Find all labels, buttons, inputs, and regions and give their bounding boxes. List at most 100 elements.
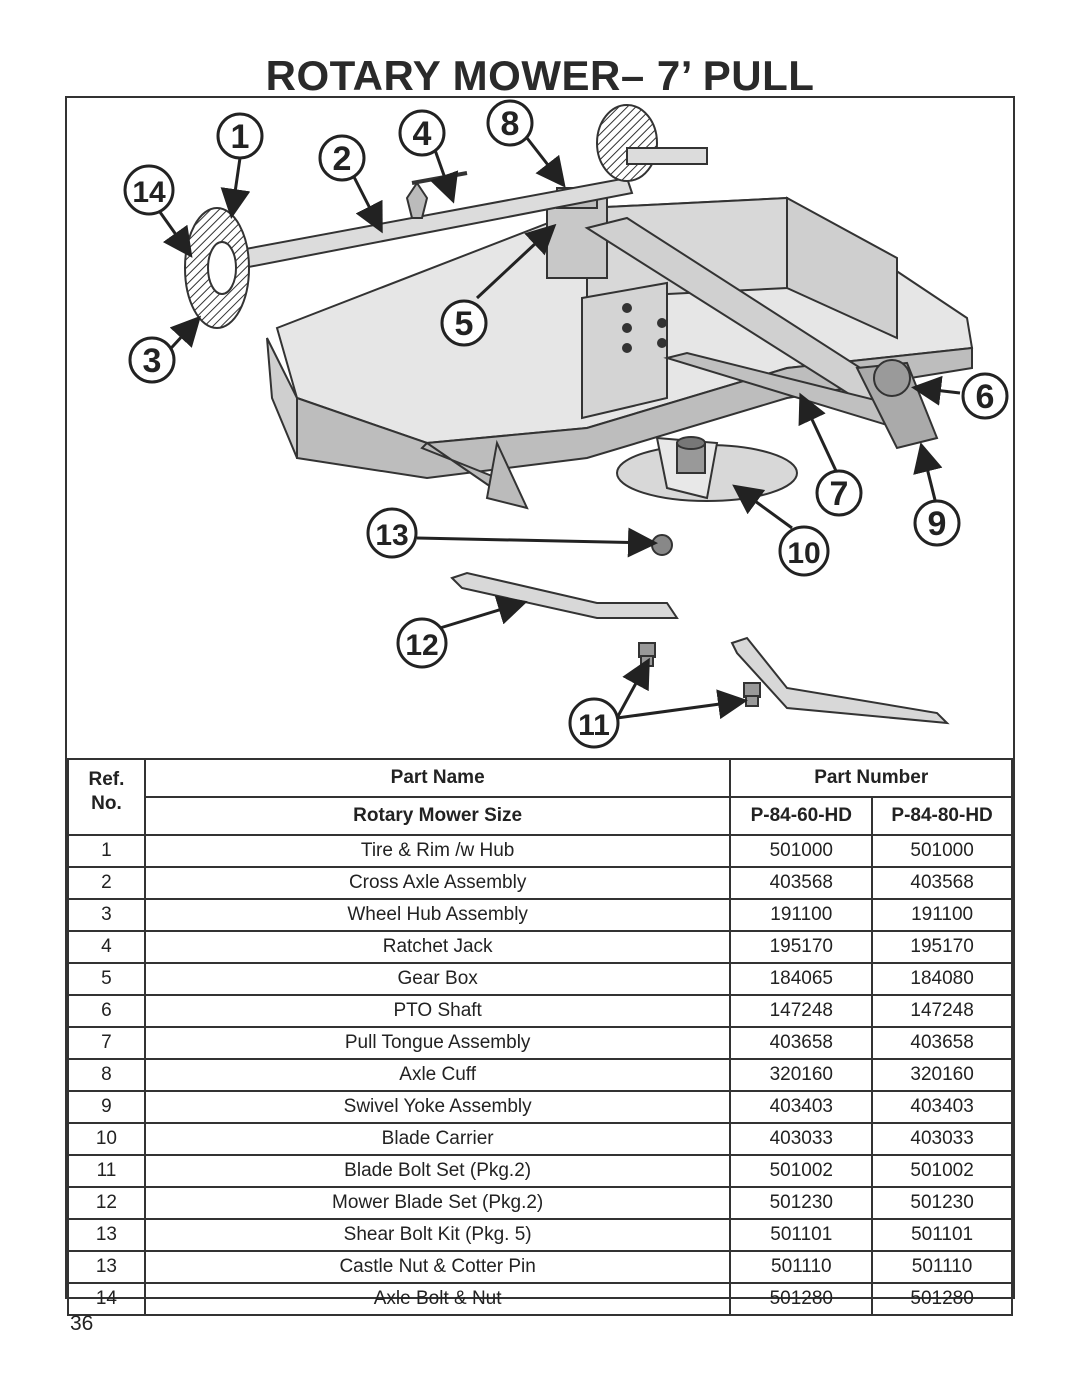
part-number-b-cell: 501230: [871, 1186, 1013, 1220]
ref-cell: 2: [67, 866, 146, 900]
table-subheader-row: Rotary Mower Size P-84-60-HD P-84-80-HD: [68, 796, 1013, 836]
callout-7: 7: [815, 469, 863, 517]
ref-cell: 9: [67, 1090, 146, 1124]
part-number-b-cell: 501002: [871, 1154, 1013, 1188]
pull-tongue: [584, 216, 939, 450]
svg-text:12: 12: [405, 629, 438, 662]
svg-text:14: 14: [132, 176, 166, 209]
svg-text:1: 1: [231, 118, 250, 156]
part-number-header: Part Number: [729, 758, 1013, 798]
ref-cell: 10: [67, 1122, 146, 1156]
blade-carrier: [616, 436, 798, 502]
ref-cell: 11: [67, 1154, 146, 1188]
part-name-header: Part Name: [143, 758, 732, 798]
callout-2: 2: [318, 134, 366, 182]
part-number-a-cell: 403403: [729, 1090, 874, 1124]
castle-nut: [651, 534, 673, 556]
svg-text:11: 11: [578, 709, 610, 742]
part-number-a-cell: 501101: [729, 1218, 874, 1252]
part-name-cell: Axle Cuff: [143, 1058, 732, 1092]
model-b-header: P-84-80-HD: [871, 796, 1013, 836]
ref-cell: 13: [67, 1218, 146, 1252]
part-number-b-cell: 501110: [871, 1250, 1013, 1284]
callout-9: 9: [913, 499, 961, 547]
part-number-a-cell: 403568: [729, 866, 874, 900]
part-number-a-cell: 501000: [729, 834, 874, 868]
part-name-cell: Wheel Hub Assembly: [143, 898, 732, 932]
mower-illustration: 1 2 3 4 5 6 7 8 9 10 11 12 13 14: [123, 99, 1009, 749]
svg-text:10: 10: [787, 537, 820, 570]
mower-blades: [450, 571, 950, 725]
part-number-a-cell: 403658: [729, 1026, 874, 1060]
part-number-a-cell: 191100: [729, 898, 874, 932]
page-title: ROTARY MOWER– 7’ PULL: [265, 52, 815, 99]
part-name-cell: Cross Axle Assembly: [143, 866, 732, 900]
svg-text:8: 8: [501, 105, 520, 143]
part-number-b-cell: 501101: [871, 1218, 1013, 1252]
part-number-b-cell: 320160: [871, 1058, 1013, 1092]
svg-text:9: 9: [928, 505, 947, 543]
part-number-a-cell: 403033: [729, 1122, 874, 1156]
part-number-a-cell: 501230: [729, 1186, 874, 1220]
part-number-b-cell: 191100: [871, 898, 1013, 932]
callout-13: 13: [366, 507, 418, 559]
ref-cell: 1: [67, 834, 146, 868]
ref-cell: 13: [67, 1250, 146, 1284]
part-number-a-cell: 501002: [729, 1154, 874, 1188]
part-name-cell: Blade Bolt Set (Pkg.2): [143, 1154, 732, 1188]
part-number-b-cell: 403658: [871, 1026, 1013, 1060]
part-name-cell: Swivel Yoke Assembly: [143, 1090, 732, 1124]
ref-cell: 14: [67, 1282, 146, 1316]
callout-4: 4: [398, 109, 446, 157]
part-name-cell: Castle Nut & Cotter Pin: [143, 1250, 732, 1284]
part-number-b-cell: 403033: [871, 1122, 1013, 1156]
parts-diagram-frame: 1 2 3 4 5 6 7 8 9 10 11 12 13 14: [65, 96, 1015, 1316]
svg-text:3: 3: [143, 342, 162, 380]
part-number-b-cell: 501000: [871, 834, 1013, 868]
part-number-a-cell: 147248: [729, 994, 874, 1028]
callout-12: 12: [396, 617, 448, 669]
ref-cell: 4: [67, 930, 146, 964]
part-name-cell: PTO Shaft: [143, 994, 732, 1028]
page-number: 36: [70, 1312, 94, 1335]
table-header-row: Ref.No. Part Name Part Number: [67, 758, 1013, 836]
part-number-a-cell: 184065: [729, 962, 874, 996]
part-name-cell: Tire & Rim /w Hub: [143, 834, 732, 868]
callout-14: 14: [123, 164, 175, 216]
part-name-cell: Mower Blade Set (Pkg.2): [143, 1186, 732, 1220]
part-number-a-cell: 501110: [729, 1250, 874, 1284]
callout-8: 8: [486, 99, 534, 147]
part-number-b-cell: 501280: [871, 1282, 1013, 1316]
svg-text:2: 2: [333, 140, 352, 178]
front-wheel: [184, 207, 250, 329]
part-number-a-cell: 501280: [729, 1282, 874, 1316]
part-number-a-cell: 195170: [729, 930, 874, 964]
part-name-cell: Shear Bolt Kit (Pkg. 5): [143, 1218, 732, 1252]
parts-table: Ref.No. Part Name Part Number Rotary Mow…: [67, 758, 1013, 1316]
part-name-cell: Axle Bolt & Nut: [143, 1282, 732, 1316]
exploded-parts-diagram: 1 2 3 4 5 6 7 8 9 10 11 12 13 14: [67, 98, 1013, 758]
part-name-cell: Pull Tongue Assembly: [143, 1026, 732, 1060]
ref-cell: 5: [67, 962, 146, 996]
callout-5: 5: [440, 299, 488, 347]
callout-10: 10: [778, 525, 830, 577]
ref-cell: 6: [67, 994, 146, 1028]
svg-text:5: 5: [455, 305, 474, 343]
callout-6: 6: [961, 372, 1009, 420]
part-number-b-cell: 195170: [871, 930, 1013, 964]
